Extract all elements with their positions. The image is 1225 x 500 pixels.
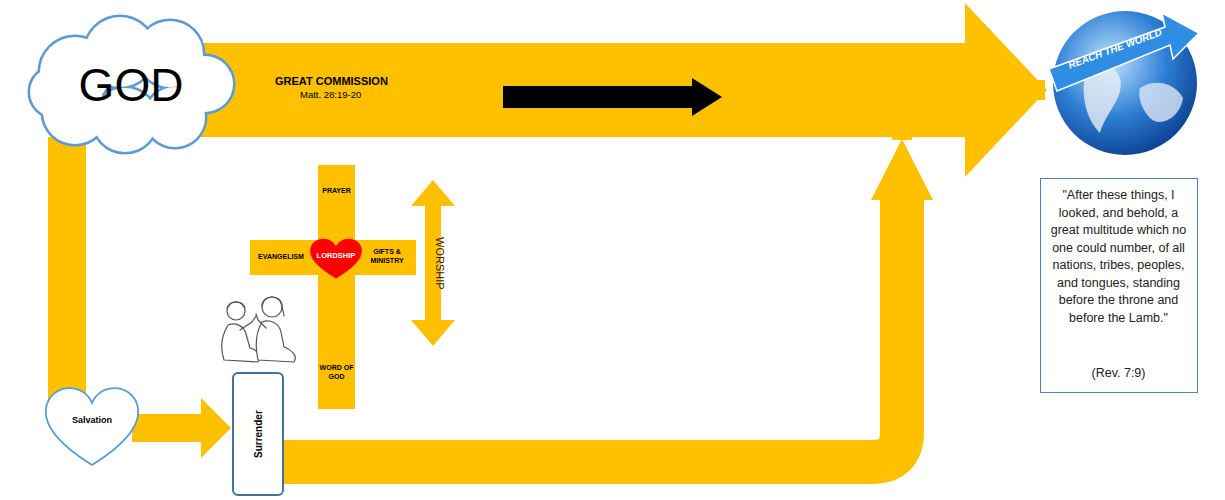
node-outline <box>42 383 142 468</box>
heart-shape <box>46 388 138 465</box>
commission-arrow <box>197 3 1047 177</box>
node-text: WORSHIP <box>410 180 456 346</box>
worship-double-arrow: WORSHIP <box>410 180 456 346</box>
child-head <box>227 302 245 320</box>
double-arrow-shape <box>411 180 455 346</box>
flow-arrow <box>197 3 1047 177</box>
node-text: WORD OF GOD <box>318 363 355 381</box>
node-text: PRAYER <box>318 187 355 194</box>
mission-arrowhead <box>871 139 933 200</box>
child-hands <box>240 316 256 330</box>
direction-arrow <box>503 78 722 116</box>
reference-label: Matt. 28:19-20 <box>300 89 361 100</box>
lordship-heart: LORDSHIP <box>308 236 364 280</box>
node-text: GOD <box>25 12 237 157</box>
salvation-bar <box>48 137 86 413</box>
praying-children <box>222 297 295 362</box>
node-text: EVANGELISM <box>250 253 312 260</box>
child-hands <box>256 314 266 328</box>
node-text: (Rev. 7:9) <box>1047 365 1190 383</box>
node-text: "After these things, I looked, and behol… <box>1047 187 1190 327</box>
child-body <box>256 321 295 362</box>
flow-arrow <box>284 90 1045 462</box>
salvation-heart: Salvation <box>42 383 142 468</box>
surrender-box: Surrender <box>232 372 284 496</box>
edge-label: GREAT COMMISSION <box>275 75 388 87</box>
node-text: Salvation <box>42 383 142 468</box>
node-text: Surrender <box>234 374 282 494</box>
node-outline <box>1045 3 1203 161</box>
quote-box: "After these things, I looked, and behol… <box>1040 178 1198 393</box>
node-text: GIFTS & MINISTRY <box>358 247 416 265</box>
flow-arrow <box>132 398 231 458</box>
cloud-fill <box>30 67 80 117</box>
cloud-outline <box>30 67 80 117</box>
continent <box>1139 83 1183 122</box>
globe-node: REACH THE WORLD <box>1045 3 1203 161</box>
ribbon-arrow <box>1049 13 1199 91</box>
child-body <box>222 324 260 362</box>
child-head <box>262 297 282 317</box>
child-hair <box>227 302 245 309</box>
mission-path <box>284 198 902 462</box>
cloud-node: GOD <box>25 12 237 157</box>
surrender-arrow <box>132 398 231 458</box>
node-text: LORDSHIP <box>308 236 364 280</box>
flow-arrow <box>48 137 86 413</box>
node-outline <box>410 180 456 346</box>
child-hair <box>262 297 284 316</box>
